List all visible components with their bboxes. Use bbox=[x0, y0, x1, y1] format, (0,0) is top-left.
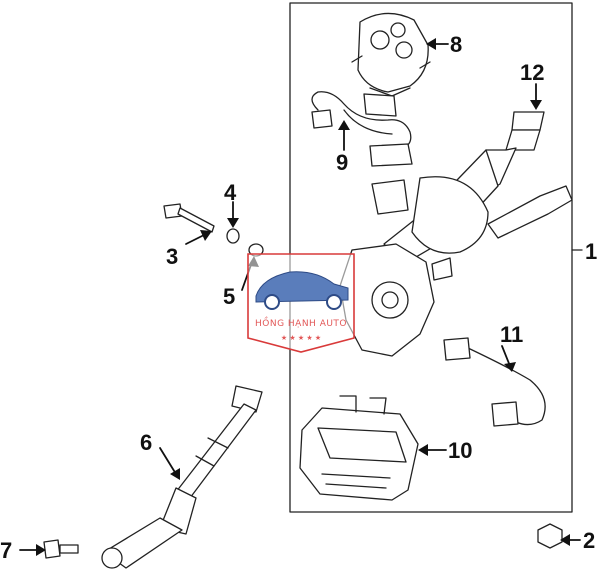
callout-6: 6 bbox=[140, 430, 152, 455]
part-7-bolt bbox=[43, 539, 79, 559]
part-2-nut bbox=[537, 523, 563, 549]
callout-5: 5 bbox=[223, 284, 235, 309]
callout-4: 4 bbox=[224, 180, 237, 205]
callout-labels: 1 2 3 4 5 6 7 8 9 10 11 12 bbox=[0, 32, 597, 563]
callout-8: 8 bbox=[450, 32, 462, 57]
part-9-harness bbox=[311, 91, 413, 167]
part-11-harness bbox=[443, 337, 546, 427]
watermark-stars: ★ ★ ★ ★ ★ bbox=[281, 334, 321, 342]
watermark-wheel-icon bbox=[326, 294, 342, 310]
part-3-bolt bbox=[163, 203, 215, 233]
callout-10: 10 bbox=[448, 438, 472, 463]
part-6-intermediate-shaft bbox=[101, 385, 263, 569]
watermark-logo: HỒNG HẠNH AUTO ★ ★ ★ ★ ★ bbox=[247, 253, 355, 353]
callout-2: 2 bbox=[583, 528, 595, 553]
watermark-wheel-icon bbox=[264, 294, 280, 310]
callout-9: 9 bbox=[336, 150, 348, 175]
callout-12: 12 bbox=[520, 60, 544, 85]
callout-11: 11 bbox=[500, 322, 523, 347]
part-8-switch-housing bbox=[351, 12, 431, 97]
part-10-control-module bbox=[299, 395, 419, 501]
part-4-washer bbox=[226, 228, 240, 244]
leader-arrowheads bbox=[36, 38, 570, 556]
watermark-car-icon bbox=[255, 271, 349, 303]
watermark-text: HỒNG HẠNH AUTO bbox=[255, 316, 347, 329]
callout-1: 1 bbox=[585, 239, 597, 264]
callout-7: 7 bbox=[0, 538, 12, 563]
callout-3: 3 bbox=[166, 244, 178, 269]
